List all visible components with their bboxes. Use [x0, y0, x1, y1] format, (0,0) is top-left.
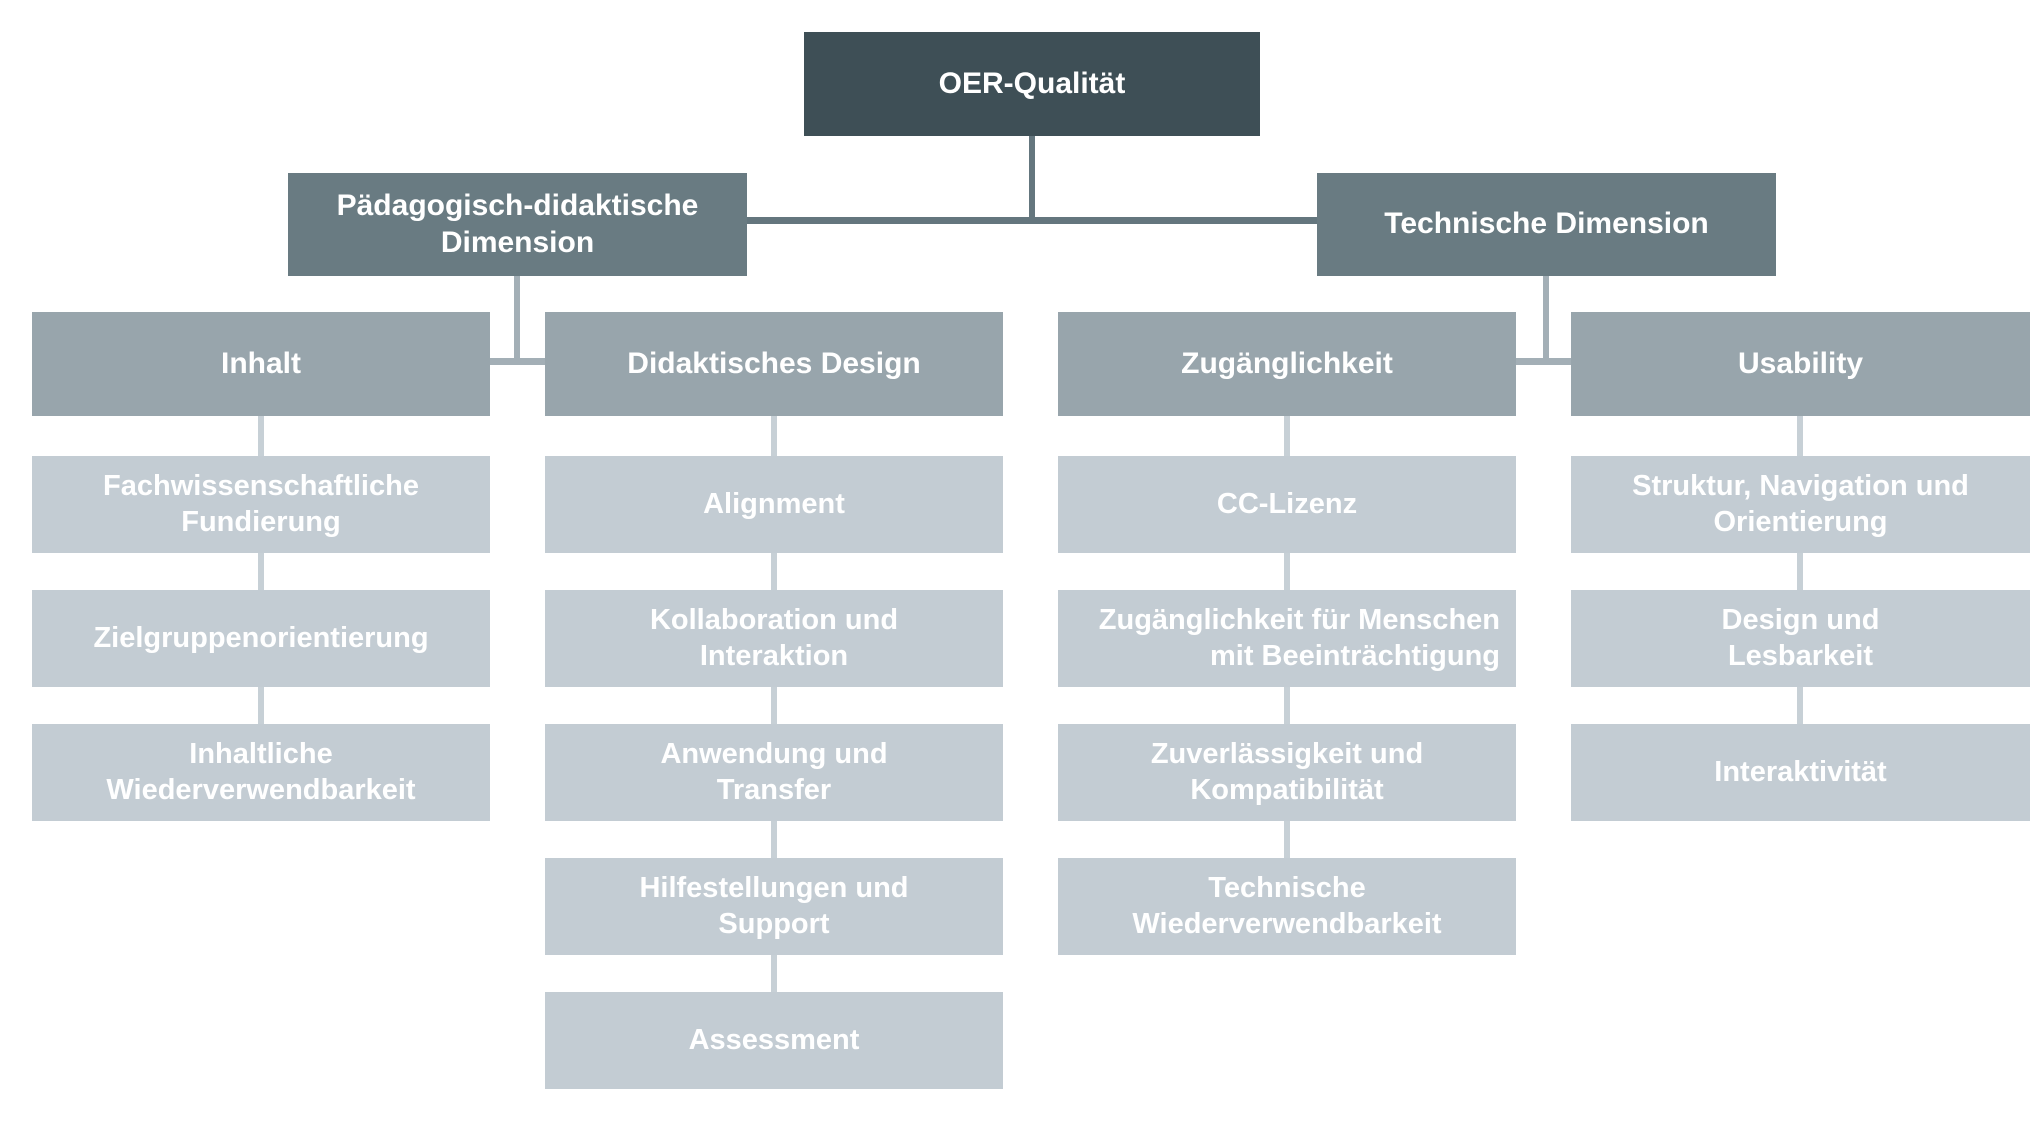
connector-col2-b	[771, 553, 777, 590]
node-struktur-navigation-und-orientierung: Struktur, Navigation und Orientierung	[1571, 456, 2030, 553]
node-anwendung-und-transfer: Anwendung und Transfer	[545, 724, 1003, 821]
connector-root-horizontal	[747, 217, 1317, 224]
node-oer-qualitaet: OER-Qualität	[804, 32, 1260, 136]
connector-col2-c	[771, 687, 777, 724]
connector-paedagogisch-horizontal	[490, 358, 545, 365]
connector-root-vertical	[1029, 136, 1035, 220]
connector-paedagogisch-vertical	[514, 276, 520, 362]
connector-col4-c	[1797, 687, 1803, 724]
connector-col4-b	[1797, 553, 1803, 590]
connector-col2-a	[771, 416, 777, 456]
connector-col4-a	[1797, 416, 1803, 456]
node-alignment: Alignment	[545, 456, 1003, 553]
connector-col1-c	[258, 687, 264, 724]
connector-col3-a	[1284, 416, 1290, 456]
node-technische-wiederverwendbarkeit: Technische Wiederverwendbarkeit	[1058, 858, 1516, 955]
node-hilfestellungen-und-support: Hilfestellungen und Support	[545, 858, 1003, 955]
connector-col2-d	[771, 821, 777, 858]
node-zugaenglichkeit-fuer-menschen-mit-beeintraechtigung: Zugänglichkeit für Menschen mit Beeinträ…	[1058, 590, 1516, 687]
node-usability: Usability	[1571, 312, 2030, 416]
node-paedagogisch-didaktische-dimension: Pädagogisch-didaktische Dimension	[288, 173, 747, 276]
node-kollaboration-und-interaktion: Kollaboration und Interaktion	[545, 590, 1003, 687]
connector-col3-b	[1284, 553, 1290, 590]
node-didaktisches-design: Didaktisches Design	[545, 312, 1003, 416]
connector-col2-e	[771, 955, 777, 992]
connector-technisch-horizontal	[1516, 358, 1571, 365]
connector-col1-a	[258, 416, 264, 456]
node-fachwissenschaftliche-fundierung: Fachwissenschaftliche Fundierung	[32, 456, 490, 553]
node-zielgruppenorientierung: Zielgruppenorientierung	[32, 590, 490, 687]
connector-col3-c	[1284, 687, 1290, 724]
connector-col1-b	[258, 553, 264, 590]
node-interaktivitaet: Interaktivität	[1571, 724, 2030, 821]
connector-technisch-vertical	[1543, 276, 1549, 362]
node-technische-dimension: Technische Dimension	[1317, 173, 1776, 276]
node-inhalt: Inhalt	[32, 312, 490, 416]
connector-col3-d	[1284, 821, 1290, 858]
node-zuverlaessigkeit-und-kompatibilitaet: Zuverlässigkeit und Kompatibilität	[1058, 724, 1516, 821]
node-inhaltliche-wiederverwendbarkeit: Inhaltliche Wiederverwendbarkeit	[32, 724, 490, 821]
node-cc-lizenz: CC-Lizenz	[1058, 456, 1516, 553]
node-assessment: Assessment	[545, 992, 1003, 1089]
node-zugaenglichkeit: Zugänglichkeit	[1058, 312, 1516, 416]
node-design-und-lesbarkeit: Design und Lesbarkeit	[1571, 590, 2030, 687]
